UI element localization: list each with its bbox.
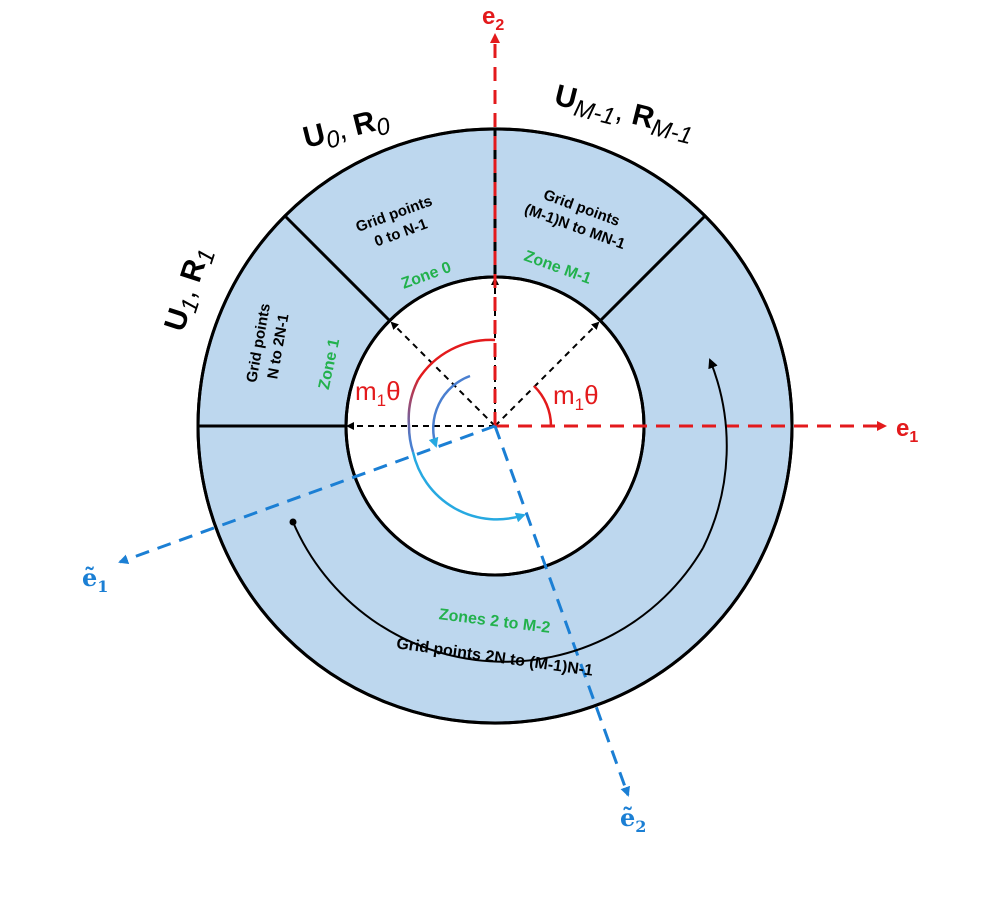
- angle-label-right: m1θ: [553, 380, 599, 414]
- axis-e1-tilde-label: ẽ1: [82, 563, 108, 596]
- angle-arc-inner: [428, 374, 471, 448]
- ring-arrow-lower-dot: [289, 518, 297, 526]
- angle-label-left: m1θ: [355, 376, 401, 410]
- zone-divider-upper-left: [283, 214, 392, 323]
- ring-arrow-right: [702, 358, 728, 549]
- axis-e2-label: e2: [482, 3, 504, 34]
- axis-e1-tilde: [118, 424, 496, 564]
- axis-e2-tilde: [493, 425, 630, 797]
- axis-e2-tilde-label: ẽ2: [620, 803, 646, 836]
- title-zone-1: U1, R1: [158, 242, 221, 336]
- zone-divider-upper-right: [598, 214, 707, 323]
- title-zone-0: U0, R0: [300, 102, 394, 160]
- axis-e1-label: e1: [896, 415, 918, 446]
- radial-dashed-upper-right: [494, 321, 600, 427]
- angle-arc-left-blue: [411, 451, 526, 523]
- ring-arrow-lower: [292, 521, 704, 663]
- angle-arc-left-blend: [407, 379, 420, 453]
- radial-dashed-upper-left: [390, 321, 496, 427]
- angle-arc-left-red: [416, 338, 496, 381]
- angle-arc-right: [533, 385, 553, 427]
